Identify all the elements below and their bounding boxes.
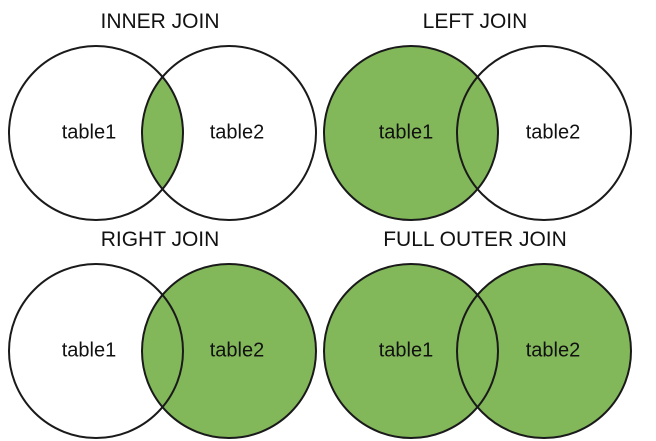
panel-right-join: RIGHT JOIN table1 table2 [8, 228, 317, 439]
right-table-circle [141, 263, 317, 439]
left-table-label: table1 [379, 339, 434, 361]
right-table-circle [141, 45, 317, 221]
left-table-label: table1 [62, 121, 117, 143]
right-table-fill [457, 264, 631, 438]
panel-inner-join: INNER JOIN table1 table2 [8, 10, 317, 221]
right-table-circle [456, 263, 632, 439]
right-table-label: table2 [526, 339, 581, 361]
left-table-fill [324, 46, 498, 220]
right-table-label: table2 [210, 339, 265, 361]
panel-full-outer-join: FULL OUTER JOIN table1 table2 [323, 228, 632, 439]
left-table-label: table1 [379, 121, 434, 143]
left-table-circle [323, 45, 499, 221]
left-table-label: table1 [62, 339, 117, 361]
right-table-circle [456, 45, 632, 221]
panel-title: RIGHT JOIN [101, 228, 220, 251]
left-table-circle [8, 45, 184, 221]
right-table-label: table2 [210, 121, 265, 143]
panel-title: LEFT JOIN [423, 10, 528, 33]
left-table-circle [323, 263, 499, 439]
left-table-circle [8, 263, 184, 439]
panel-left-join: LEFT JOIN table1 table2 [323, 10, 632, 221]
left-table-fill [324, 264, 498, 438]
right-table-label: table2 [526, 121, 581, 143]
right-table-fill [142, 264, 316, 438]
panel-title: FULL OUTER JOIN [383, 228, 567, 251]
panel-title: INNER JOIN [100, 10, 219, 33]
